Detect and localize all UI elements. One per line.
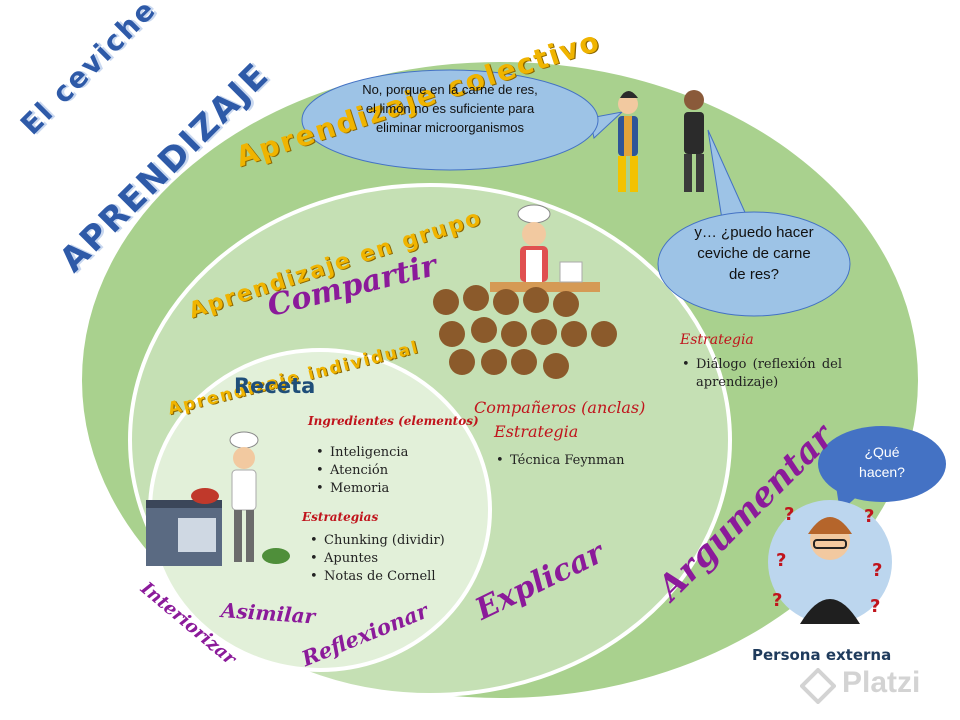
external-person-caption: Persona externa xyxy=(752,646,892,664)
question-bubble xyxy=(657,129,851,317)
svg-text:?: ? xyxy=(864,506,874,527)
ingredients-list: Inteligencia Atención Memoria xyxy=(314,444,408,498)
group-chef-illustration xyxy=(433,204,617,379)
svg-text:?: ? xyxy=(872,560,882,581)
external-person-illustration: ??? ??? xyxy=(768,500,892,624)
list-item: Diálogo (reflexión del aprendizaje) xyxy=(680,356,842,392)
ingredients-label: Ingredientes (elementos) xyxy=(308,414,479,428)
platzi-logo-icon xyxy=(800,668,836,704)
list-item: Chunking (dividir) xyxy=(308,532,445,550)
individual-chef-illustration xyxy=(146,431,290,566)
group-strategy-label: Estrategia xyxy=(494,422,579,441)
collective-strategy-label: Estrategia xyxy=(680,332,754,348)
list-item: Inteligencia xyxy=(314,444,408,462)
external-bubble-text: ¿Qué hacen? xyxy=(859,444,905,480)
question-bubble-text: y… ¿puedo hacer ceviche de carne de res? xyxy=(694,224,814,283)
individual-strategies-list: Chunking (dividir) Apuntes Notas de Corn… xyxy=(308,532,445,586)
list-item: Atención xyxy=(314,462,408,480)
list-item: Notas de Cornell xyxy=(308,568,445,586)
svg-text:?: ? xyxy=(772,590,782,611)
collective-strategies-list: Diálogo (reflexión del aprendizaje) xyxy=(680,356,842,392)
talking-people-illustration xyxy=(618,90,704,192)
answer-bubble xyxy=(301,69,624,171)
svg-text:?: ? xyxy=(784,504,794,525)
group-strategies-list: Técnica Feynman xyxy=(494,452,625,470)
list-item: Memoria xyxy=(314,480,408,498)
list-item: Apuntes xyxy=(308,550,445,568)
recipe-heading: Receta xyxy=(234,374,316,398)
watermark-logo: Platzi xyxy=(842,666,921,699)
list-item: Técnica Feynman xyxy=(494,452,625,470)
answer-bubble-text: No, porque en la carne de res, el limón … xyxy=(362,82,538,135)
individual-strategies-label: Estrategias xyxy=(302,510,379,524)
svg-text:?: ? xyxy=(870,596,880,617)
svg-text:?: ? xyxy=(776,550,786,571)
peers-label: Compañeros (anclas) xyxy=(474,398,646,417)
